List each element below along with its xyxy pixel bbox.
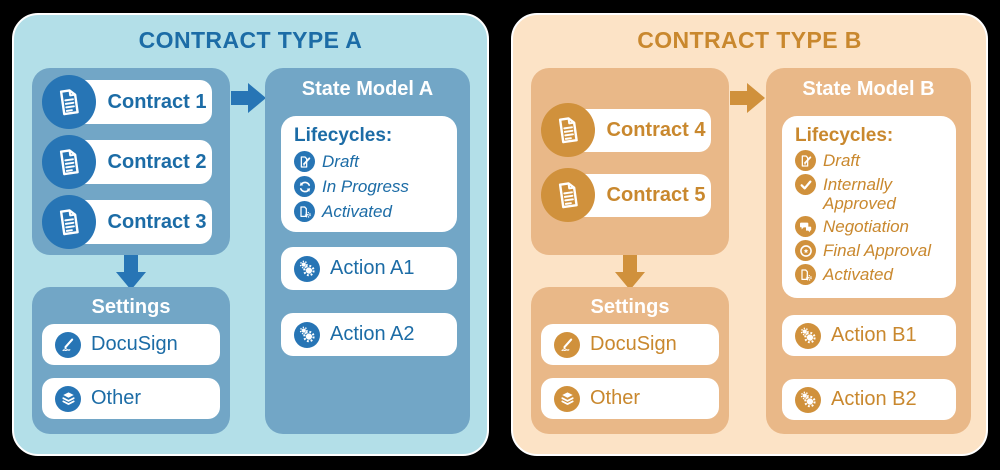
- document-icon: [42, 195, 96, 249]
- document-icon: [42, 135, 96, 189]
- lifecycle-item: Activated: [294, 201, 445, 222]
- lifecycles-card-b: Lifecycles: Draft Internally Approved Ne…: [782, 116, 956, 298]
- action-pill: Action A1: [281, 247, 457, 290]
- contract-label: Contract 5: [606, 184, 706, 206]
- layers-icon: [554, 385, 580, 412]
- lifecycle-label: Activated: [823, 265, 893, 285]
- action-pill: Action B1: [782, 315, 956, 356]
- state-model-a-title: State Model A: [301, 78, 434, 100]
- action-pill: Action B2: [782, 379, 956, 420]
- lifecycle-item: Draft: [795, 150, 944, 171]
- lifecycle-label: Draft: [322, 152, 359, 171]
- lifecycle-item: Draft: [294, 151, 445, 172]
- pen-signature-icon: [55, 331, 81, 358]
- settings-item-label: DocuSign: [91, 333, 178, 355]
- settings-title: Settings: [91, 296, 171, 318]
- action-label: Action B1: [831, 324, 917, 346]
- pen-signature-icon: [554, 331, 580, 358]
- action-label: Action A1: [330, 257, 415, 279]
- state-model-b-title: State Model B: [802, 78, 935, 100]
- final-approval-target-icon: [795, 240, 816, 262]
- lifecycle-item: Internally Approved: [795, 174, 944, 213]
- lifecycle-item: Negotiation: [795, 216, 944, 238]
- lifecycles-heading: Lifecycles:: [294, 125, 393, 146]
- draft-document-icon: [795, 150, 816, 171]
- contracts-box-b: [531, 68, 729, 255]
- lifecycle-item: Activated: [795, 264, 944, 286]
- lifecycle-item: In Progress: [294, 176, 445, 197]
- gears-icon: [795, 386, 821, 413]
- gears-icon: [294, 255, 320, 282]
- action-pill: Action A2: [281, 313, 457, 356]
- contract-label: Contract 4: [606, 119, 706, 141]
- action-label: Action B2: [831, 388, 917, 410]
- lifecycle-label: Internally Approved: [823, 175, 896, 214]
- activated-document-icon: [795, 264, 816, 286]
- chat-bubbles-icon: [795, 216, 816, 238]
- contract-label: Contract 1: [107, 90, 207, 113]
- document-icon: [541, 103, 595, 157]
- down-arrow-icon: [116, 255, 146, 290]
- document-icon: [42, 75, 96, 129]
- right-arrow-icon: [231, 83, 266, 113]
- settings-item-label: DocuSign: [590, 333, 677, 355]
- settings-title: Settings: [590, 296, 670, 318]
- contract-type-b-panel: CONTRACT TYPE B Contract 4 Contract 5 St…: [511, 13, 988, 456]
- settings-item-label: Other: [590, 387, 641, 409]
- document-icon: [541, 168, 595, 222]
- settings-item-docusign: DocuSign: [541, 324, 719, 365]
- settings-item-other: Other: [42, 378, 220, 419]
- layers-icon: [55, 385, 81, 412]
- lifecycle-label: Final Approval: [823, 241, 932, 261]
- contract-label: Contract 3: [107, 210, 207, 233]
- contract-label: Contract 2: [107, 150, 207, 173]
- contract-type-a-panel: CONTRACT TYPE A Contract 1 Contract 2 Co…: [12, 13, 489, 456]
- panel-a-title: CONTRACT TYPE A: [138, 27, 363, 53]
- lifecycle-item: Final Approval: [795, 240, 944, 262]
- action-label: Action A2: [330, 323, 415, 345]
- gears-icon: [294, 321, 320, 348]
- lifecycles-heading: Lifecycles:: [795, 125, 894, 146]
- draft-document-icon: [294, 151, 315, 172]
- lifecycle-label: In Progress: [322, 177, 409, 196]
- panel-b-title: CONTRACT TYPE B: [637, 27, 862, 53]
- lifecycle-label: Negotiation: [823, 217, 910, 237]
- in-progress-sync-icon: [294, 176, 315, 197]
- lifecycles-card-a: Lifecycles: Draft In Progress Activated: [281, 116, 457, 232]
- settings-item-other: Other: [541, 378, 719, 419]
- settings-item-label: Other: [91, 387, 142, 409]
- lifecycle-label: Activated: [322, 202, 392, 221]
- lifecycle-label: Draft: [823, 151, 860, 170]
- down-arrow-icon: [615, 255, 645, 290]
- settings-item-docusign: DocuSign: [42, 324, 220, 365]
- right-arrow-icon: [730, 83, 765, 113]
- check-icon: [795, 174, 816, 195]
- activated-document-icon: [294, 201, 315, 222]
- gears-icon: [795, 322, 821, 349]
